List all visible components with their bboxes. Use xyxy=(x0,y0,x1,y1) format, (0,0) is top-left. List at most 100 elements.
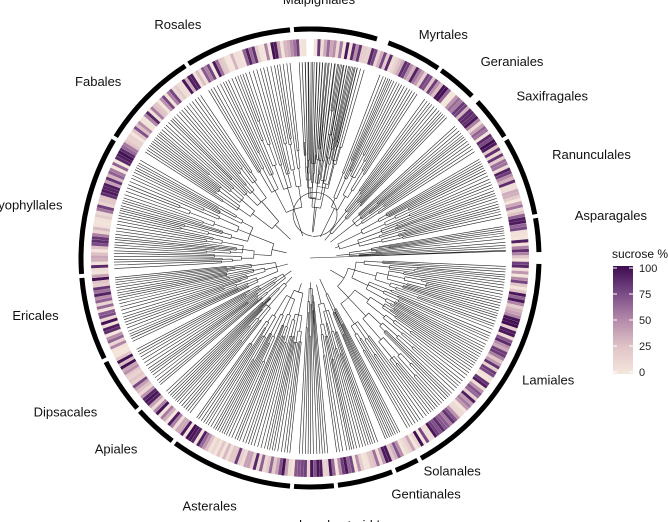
heatmap-cell xyxy=(281,458,287,476)
heatmap-cell xyxy=(234,447,243,465)
heatmap-cell xyxy=(122,141,139,154)
heatmap-cell xyxy=(504,308,522,317)
heatmap-cell xyxy=(432,416,446,433)
heatmap-cell xyxy=(492,164,510,175)
heatmap-cell xyxy=(97,201,115,209)
heatmap-cell xyxy=(124,139,141,151)
heatmap-cell xyxy=(105,176,123,186)
order-label: Gentianales xyxy=(391,486,461,501)
order-label: Rosales xyxy=(154,17,201,32)
heatmap-cell xyxy=(511,267,529,272)
order-arc xyxy=(293,26,374,41)
heatmap-cell xyxy=(325,459,330,477)
heatmap-cell xyxy=(212,60,223,78)
heatmap-cell xyxy=(230,446,240,464)
heatmap-cell xyxy=(209,62,220,79)
heatmap-cell xyxy=(91,270,109,275)
heatmap-cell xyxy=(245,47,253,66)
heatmap-cell xyxy=(361,46,369,64)
heatmap-cell xyxy=(336,457,343,476)
heatmap-cell xyxy=(499,182,517,191)
legend-colorbar xyxy=(613,266,633,374)
heatmap-cell xyxy=(509,288,527,294)
heatmap-cell xyxy=(337,41,344,59)
heatmap-cell xyxy=(249,452,257,470)
heatmap-cell xyxy=(481,141,498,154)
heatmap-cell xyxy=(511,255,529,259)
heatmap-cell xyxy=(510,279,528,285)
heatmap-cell xyxy=(101,188,119,197)
heatmap-cell xyxy=(417,427,430,444)
heatmap-cell xyxy=(131,128,148,141)
heatmap-cell xyxy=(266,42,274,60)
heatmap-cell xyxy=(143,113,159,127)
order-arc xyxy=(387,40,440,71)
order-label: Dipsacales xyxy=(34,405,98,420)
heatmap-cell xyxy=(102,323,120,332)
heatmap-cell xyxy=(410,68,423,85)
heatmap-cell xyxy=(222,442,232,460)
heatmap-cell xyxy=(295,39,300,57)
heatmap-cell xyxy=(162,407,177,422)
heatmap-cell xyxy=(486,353,504,364)
heatmap-cell xyxy=(255,453,263,471)
heatmap-cell xyxy=(252,452,260,471)
heatmap-cell xyxy=(427,420,441,436)
heatmap-cell xyxy=(450,401,465,416)
heatmap-cell xyxy=(161,94,176,110)
heatmap-cell xyxy=(317,39,321,57)
heatmap-cell xyxy=(210,437,221,455)
heatmap-cell xyxy=(508,216,526,223)
heatmap-cell xyxy=(403,63,414,81)
heatmap-cell xyxy=(404,434,416,452)
heatmap-cell xyxy=(407,433,419,450)
heatmap-cell xyxy=(509,226,528,232)
heatmap-cell xyxy=(408,66,420,83)
heatmap-cell xyxy=(93,285,111,291)
heatmap-cell xyxy=(109,339,127,350)
heatmap-cell xyxy=(367,47,375,66)
heatmap-cell xyxy=(485,150,503,161)
heatmap-cell xyxy=(477,368,494,381)
heatmap-cell xyxy=(442,92,456,108)
heatmap-cell xyxy=(475,371,492,384)
heatmap-cell xyxy=(490,158,507,169)
heatmap-cell xyxy=(90,255,109,259)
heatmap-cell xyxy=(501,188,519,197)
heatmap-cell xyxy=(217,58,228,75)
heatmap-cell xyxy=(107,334,125,344)
heatmap-cell xyxy=(192,71,204,88)
heatmap-cell xyxy=(116,153,133,164)
heatmap-cell xyxy=(254,45,262,63)
heatmap-cell xyxy=(116,353,134,365)
heatmap-cell xyxy=(146,392,162,407)
heatmap-cell xyxy=(499,325,517,335)
heatmap-cell xyxy=(224,444,235,461)
order-label: Lamiales xyxy=(522,373,575,388)
heatmap-cell xyxy=(511,248,529,253)
heatmap-cell xyxy=(92,226,111,232)
heatmap-cell xyxy=(428,80,441,97)
heatmap-cell xyxy=(510,282,528,288)
heatmap-cell xyxy=(297,459,302,477)
heatmap-cell xyxy=(372,49,381,67)
heatmap-cell xyxy=(240,449,249,467)
heatmap-cell xyxy=(504,197,522,206)
heatmap-cell xyxy=(477,136,494,149)
heatmap-cell xyxy=(101,320,119,329)
heatmap-cell xyxy=(458,392,474,406)
heatmap-cell xyxy=(371,449,381,467)
sucrose-heatmap-ring xyxy=(90,39,530,477)
heatmap-cell xyxy=(91,242,109,247)
heatmap-cell xyxy=(108,337,126,347)
heatmap-cell xyxy=(169,413,183,429)
heatmap-cell xyxy=(271,456,278,475)
heatmap-cell xyxy=(237,448,246,466)
heatmap-cell xyxy=(348,455,356,473)
heatmap-cell xyxy=(159,97,173,112)
order-label: Ericales xyxy=(12,308,59,323)
heatmap-cell xyxy=(223,55,234,73)
heatmap-cell xyxy=(511,252,529,256)
order-arc xyxy=(533,217,542,253)
